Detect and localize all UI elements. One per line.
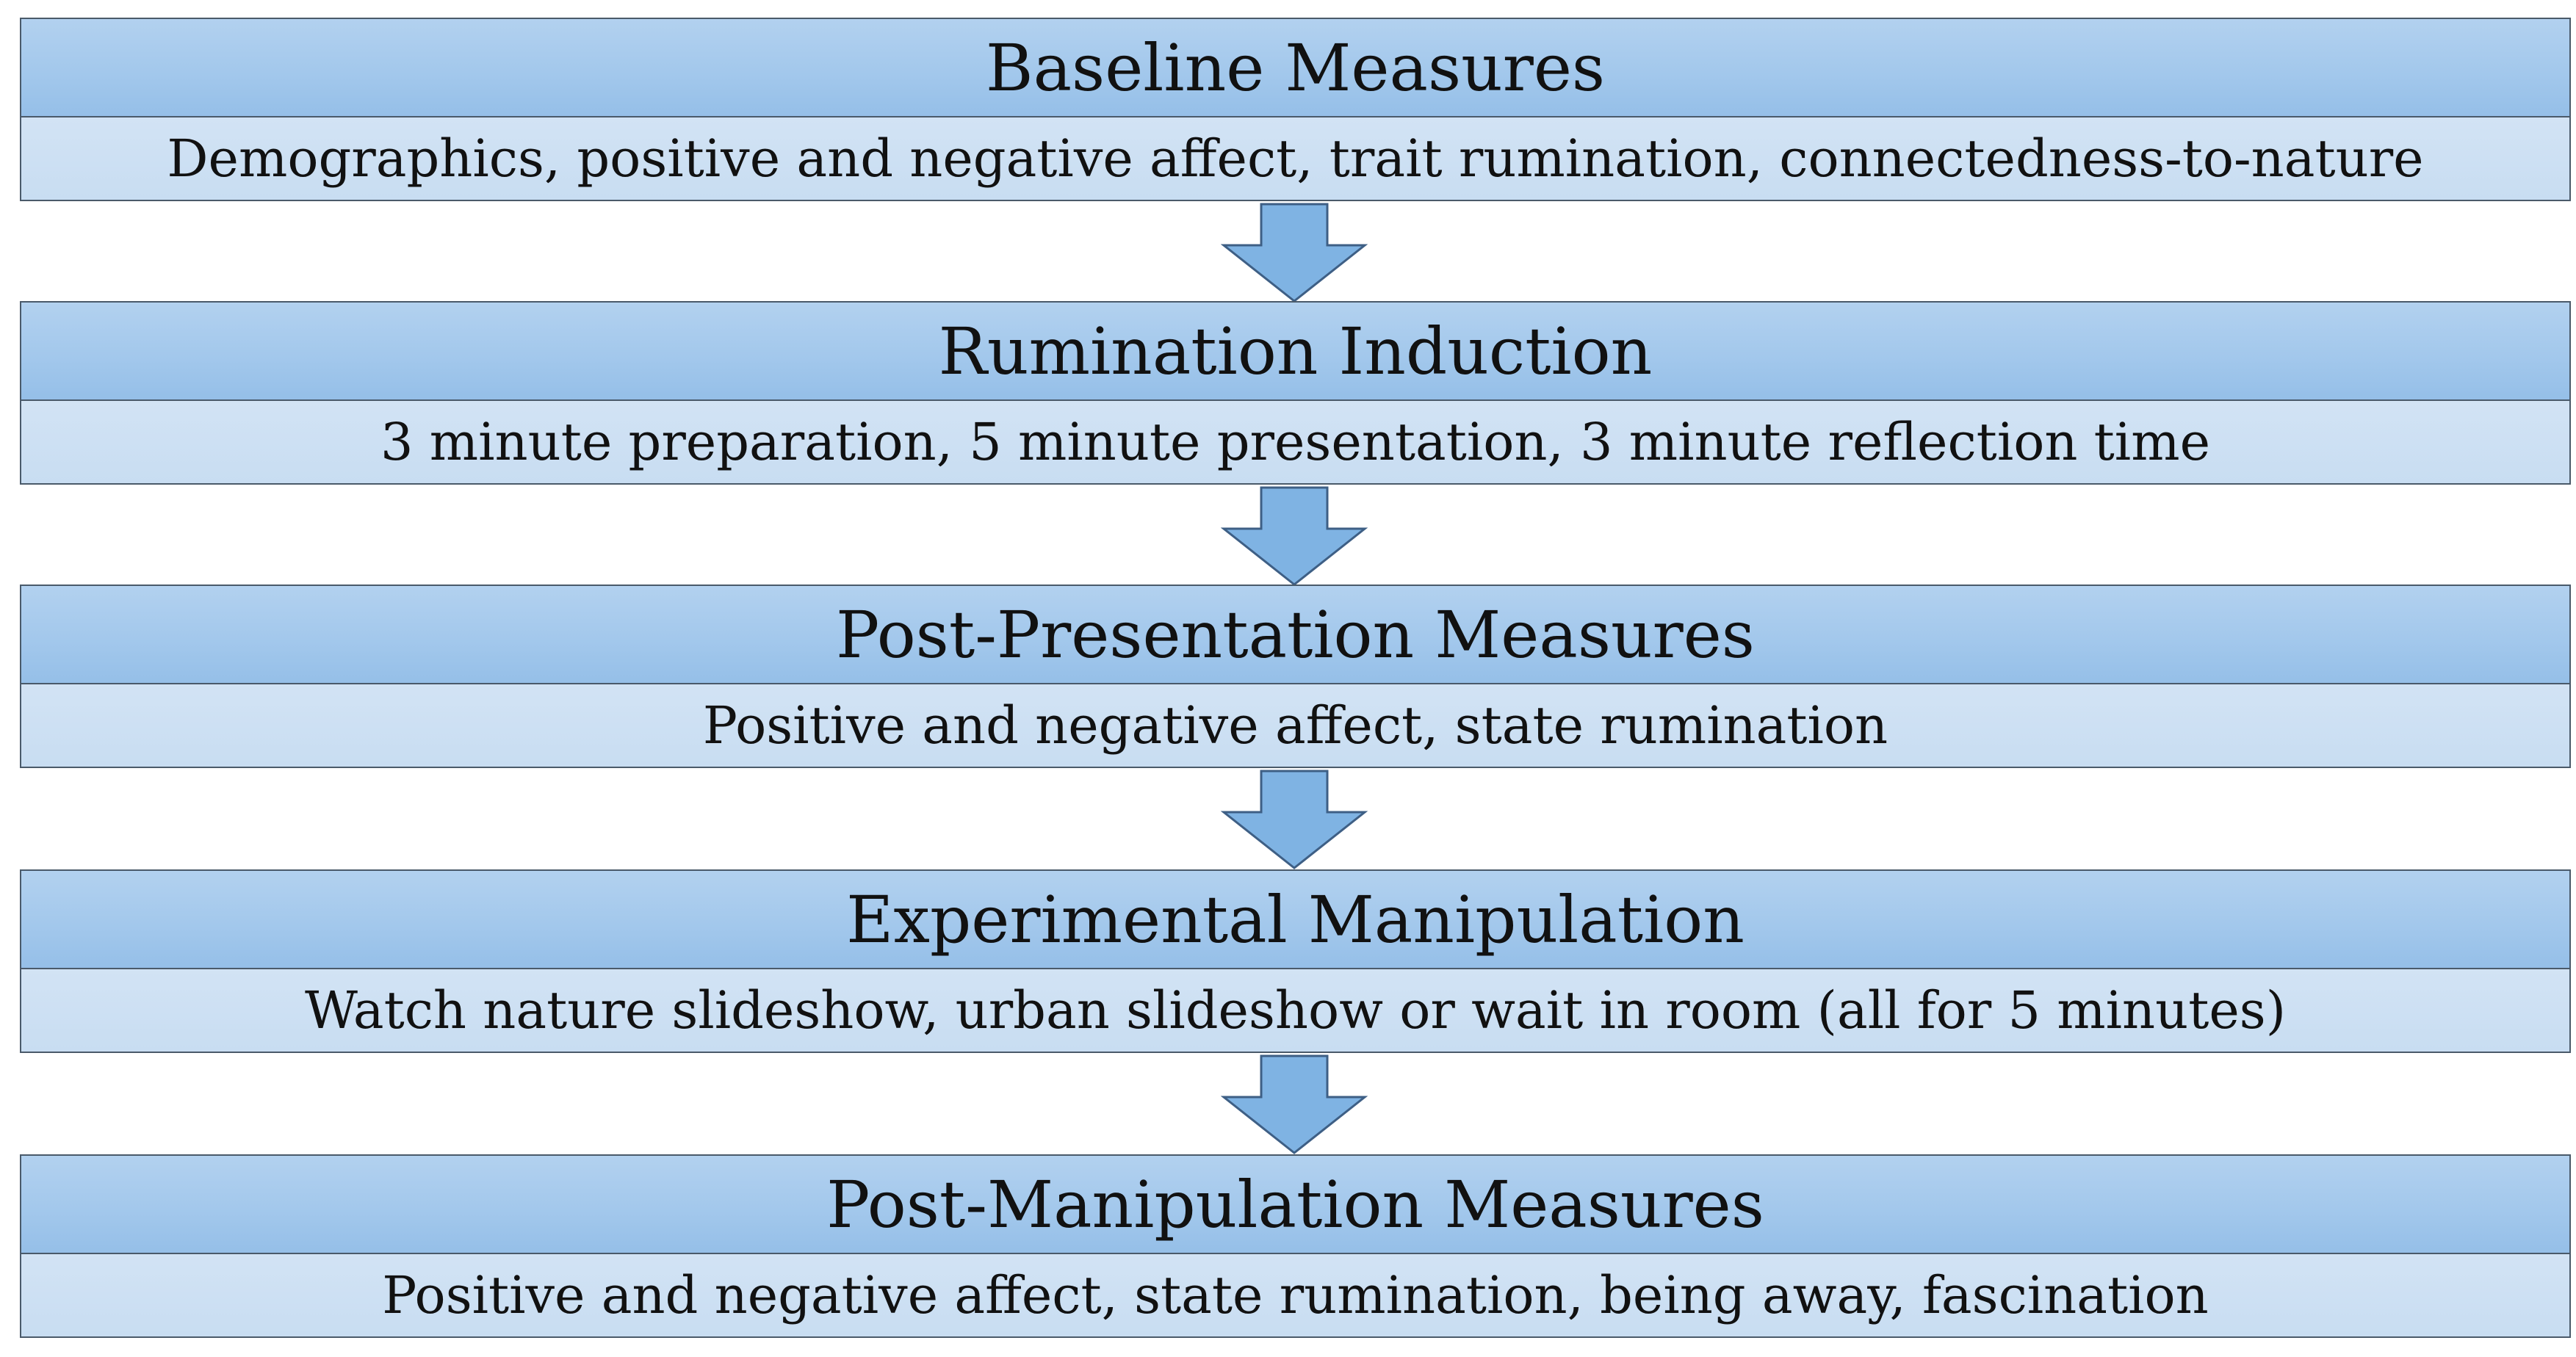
stage-title: Post-Presentation Measures <box>20 585 2571 684</box>
down-arrow-icon <box>1221 770 1368 869</box>
down-arrow-icon <box>1221 486 1368 586</box>
stage-detail: Positive and negative affect, state rumi… <box>20 684 2571 768</box>
stage-title: Experimental Manipulation <box>20 869 2571 969</box>
stage-title: Post-Manipulation Measures <box>20 1154 2571 1254</box>
stage-detail: Positive and negative affect, state rumi… <box>20 1254 2571 1338</box>
down-arrow-icon <box>1221 203 1368 303</box>
stage-detail: 3 minute preparation, 5 minute presentat… <box>20 401 2571 485</box>
stage-detail: Demographics, positive and negative affe… <box>20 117 2571 201</box>
stage-detail: Watch nature slideshow, urban slideshow … <box>20 969 2571 1053</box>
down-arrow-icon <box>1221 1054 1368 1154</box>
stage-title: Baseline Measures <box>20 18 2571 117</box>
stage-title: Rumination Induction <box>20 301 2571 401</box>
